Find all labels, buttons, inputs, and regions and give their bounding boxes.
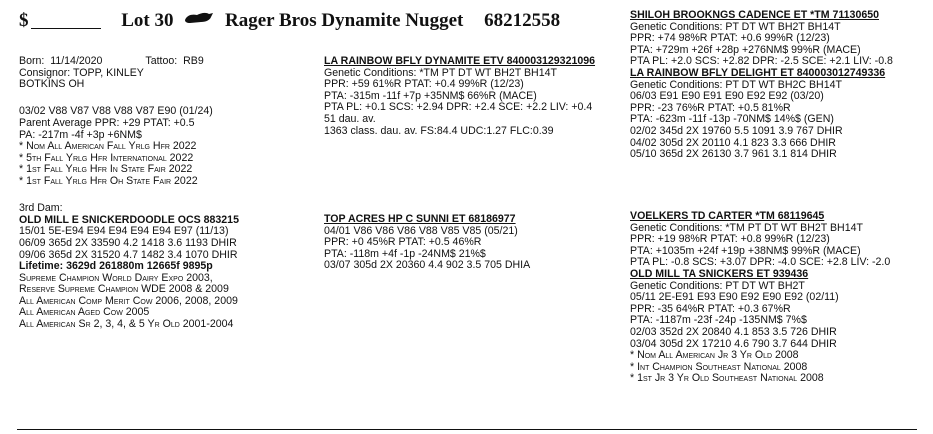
sires-dam-line: 02/02 345d 2X 19760 5.5 1091 3.9 767 DHI…: [630, 124, 843, 137]
dams-dam-line: 05/11 2E-E91 E93 E90 E92 E90 E92 (02/11): [630, 291, 839, 304]
dams-dam-line: 02/03 352d 2X 20840 4.1 853 3.5 726 DHIR: [630, 325, 837, 338]
lot-header: $ Lot 30 Rager Bros Dynamite Nugget 6821…: [19, 9, 560, 33]
sires-dam-line: Genetic Conditions: PT DT WT BH2C BH14T: [630, 78, 842, 91]
sires-dam-line: PPR: -23 76%R PTAT: +0.5 81%R: [630, 101, 791, 114]
dam-name: TOP ACRES HP C SUNNI ET 68186977: [324, 213, 516, 225]
dams-dam-line: PPR: -35 64%R PTAT: +0.3 67%R: [630, 302, 791, 315]
sires-sire-line: PTA: +729m +26f +28p +276NM$ 99%R (MACE): [630, 43, 861, 56]
lot-number: Lot 30: [121, 10, 174, 31]
sires-dam-line: 05/10 365d 2X 26130 3.7 961 3.1 814 DHIR: [630, 148, 837, 161]
dams-dam-line: PTA: -1187m -23f -24p -135NM$ 7%$: [630, 314, 807, 327]
tattoo: RB9: [183, 55, 204, 67]
classification-record: 03/02 V88 V87 V88 V88 V87 E90 (01/24): [19, 105, 213, 118]
third-dam-label: 3rd Dam:: [19, 202, 63, 215]
third-dam-award: All American Comp Merit Cow 2006, 2008, …: [19, 294, 238, 307]
registration-number: 68212558: [484, 10, 561, 31]
consignor: Consignor: TOPP, KINLEY: [19, 66, 144, 79]
sire-line: 1363 class. dau. av. FS:84.4 UDC:1.27 FL…: [324, 124, 554, 137]
bottom-divider: [17, 429, 917, 430]
dam-block: TOP ACRES HP C SUNNI ET 68186977 04/01 V…: [324, 213, 531, 272]
dams-dam-line: 03/04 305d 2X 17210 4.6 790 3.7 644 DHIR: [630, 337, 837, 350]
sires-dam-line: 04/02 305d 2X 20110 4.1 823 3.3 666 DHIR: [630, 136, 836, 149]
sires-sire-line: PTA PL: +2.0 SCS: +2.82 DPR: -2.5 SCE: +…: [630, 55, 893, 68]
parent-average: Parent Average PPR: +29 PTAT: +0.5: [19, 116, 195, 129]
sires-dam-line: PTA: -623m -11f -13p -70NM$ 14%$ (GEN): [630, 113, 834, 126]
dams-sire-name: VOELKERS TD CARTER *TM 68119645: [630, 210, 825, 222]
born-line: Born: 11/14/2020 Tattoo: RB9: [19, 55, 204, 67]
sires-dam-line: 06/03 E91 E90 E91 E90 E92 E92 (03/20): [630, 90, 824, 103]
third-dam-award: Reserve Supreme Champion WDE 2008 & 2009: [19, 283, 229, 296]
third-dam-record: 09/06 365d 2X 31520 4.7 1482 3.4 1070 DH…: [19, 248, 238, 261]
sire-line: PTA: -315m -11f +7p +35NM$ 66%R (MACE): [324, 89, 537, 102]
price-dollar: $: [19, 10, 29, 31]
sire-name: LA RAINBOW BFLY DYNAMITE ETV 84000312932…: [324, 55, 596, 67]
price-blank: [30, 12, 101, 29]
third-dam-award: All American Aged Cow 2005: [19, 306, 150, 319]
award-line: * Nom All American Fall Yrlg Hfr 2022: [19, 140, 197, 153]
dams-sire-line: Genetic Conditions: *TM PT DT WT BH2T BH…: [630, 221, 863, 234]
sires-sire-line: Genetic Conditions: PT DT WT BH2T BH14T: [630, 20, 841, 33]
award-line: * 1st Fall Yrlg Hfr Oh State Fair 2022: [19, 174, 198, 187]
dams-dam-award: * Int Champion Southeast National 2008: [630, 360, 808, 373]
third-dam-record: 06/09 365d 2X 33590 4.2 1418 3.6 1193 DH…: [19, 236, 237, 249]
animal-details: Born: 11/14/2020 Tattoo: RB9 Consignor: …: [19, 55, 239, 331]
sire-block: LA RAINBOW BFLY DYNAMITE ETV 84000312932…: [324, 55, 596, 137]
dam-line: PPR: +0 45%R PTAT: +0.5 46%R: [324, 236, 482, 249]
dams-dam-award: * 1st Jr 3 Yr Old Southeast National 200…: [630, 372, 824, 385]
animal-name: Rager Bros Dynamite Nugget: [225, 10, 464, 31]
sire-line: PPR: +59 61%R PTAT: +0.4 99%R (12/23): [324, 78, 524, 91]
sire-line: 51 dau. av.: [324, 112, 376, 125]
parent-average-pta: PA: -217m -4f +3p +6NM$: [19, 128, 142, 141]
award-line: * 5th Fall Yrlg Hfr International 2022: [19, 151, 194, 164]
dams-dam-line: Genetic Conditions: PT DT WT BH2T: [630, 279, 805, 292]
third-dam-award: Supreme Champion World Dairy Expo 2003,: [19, 271, 213, 284]
sire-line: Genetic Conditions: *TM PT DT WT BH2T BH…: [324, 66, 557, 79]
sire-pedigree: SHILOH BROOKNGS CADENCE ET *TM 71130650 …: [630, 9, 893, 161]
dam-line: PTA: -118m +4f -1p -24NM$ 21%$: [324, 247, 486, 260]
cow-icon: [185, 12, 214, 23]
third-dam-record: 15/01 5E-E94 E94 E94 E94 E94 E97 (11/13): [19, 225, 229, 238]
award-line: * 1st Fall Yrlg Hfr In State Fair 2022: [19, 163, 193, 176]
dam-line: 04/01 V86 V86 V86 V88 V85 V85 (05/21): [324, 224, 518, 237]
third-dam-name: OLD MILL E SNICKERDOODLE OCS 883215: [19, 213, 239, 226]
sires-dam-name: LA RAINBOW BFLY DELIGHT ET 8400030127493…: [630, 66, 886, 79]
dams-sire-line: PPR: +19 98%R PTAT: +0.8 99%R (12/23): [630, 233, 830, 246]
dams-dam-name: OLD MILL TA SNICKERS ET 939436: [630, 267, 809, 280]
sire-line: PTA PL: +0.1 SCS: +2.94 DPR: +2.4 SCE: +…: [324, 101, 593, 114]
dams-sire-line: PTA: +1035m +24f +19p +38NM$ 99%R (MACE): [630, 244, 861, 257]
third-dam-award: All American Sr 2, 3, 4, & 5 Yr Old 2001…: [19, 318, 234, 331]
dam-line: 03/07 305d 2X 20360 4.4 902 3.5 705 DHIA: [324, 259, 531, 272]
sires-sire-name: SHILOH BROOKNGS CADENCE ET *TM 71130650: [630, 9, 880, 21]
birth-date: 11/14/2020: [50, 55, 103, 67]
dams-dam-award: * Nom All American Jr 3 Yr Old 2008: [630, 349, 799, 362]
third-dam-lifetime: Lifetime: 3629d 261880m 12665f 9895p: [19, 260, 213, 273]
dams-sire-line: PTA PL: -0.8 SCS: +3.07 DPR: -4.0 SCE: +…: [630, 256, 891, 269]
sires-sire-line: PPR: +74 98%R PTAT: +0.6 99%R (12/23): [630, 32, 830, 45]
dam-pedigree: VOELKERS TD CARTER *TM 68119645 Genetic …: [630, 210, 891, 385]
consignor-location: BOTKINS OH: [19, 78, 85, 91]
